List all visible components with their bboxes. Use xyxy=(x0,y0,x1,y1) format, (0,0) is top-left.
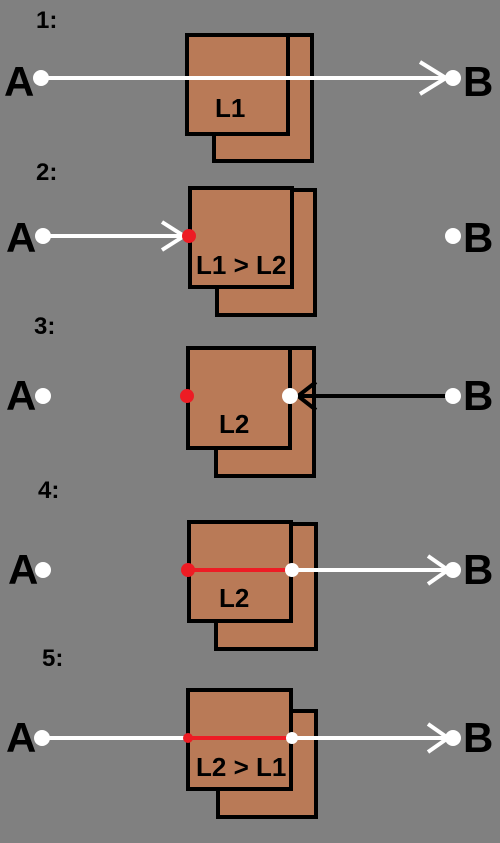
step-4-box-label: L2 xyxy=(219,583,249,613)
step-4-number: 4: xyxy=(38,477,59,504)
step-3-label-b: B xyxy=(463,372,493,419)
step-2-label-b: B xyxy=(463,214,493,261)
step-3-entry-point xyxy=(180,389,194,403)
step-2: 2: A B L1 > L2 xyxy=(6,159,493,317)
step-1-label-b: B xyxy=(463,58,493,105)
step-3-point-a xyxy=(35,388,51,404)
step-3-label-a: A xyxy=(6,372,36,419)
step-5-label-a: A xyxy=(6,714,36,761)
step-2-box-label: L1 > L2 xyxy=(196,250,286,280)
step-1: 1: A B L1 xyxy=(4,7,493,163)
step-2-number: 2: xyxy=(36,159,57,186)
step-1-label-a: A xyxy=(4,58,34,105)
step-4-point-b xyxy=(445,562,461,578)
step-2-label-a: A xyxy=(6,214,36,261)
step-5-box-label: L2 > L1 xyxy=(196,752,286,782)
step-4-point-a xyxy=(35,562,51,578)
step-4: 4: A B L2 xyxy=(8,477,493,651)
step-5-exit-point xyxy=(286,732,298,744)
step-5-number: 5: xyxy=(42,645,63,672)
step-4-entry-point xyxy=(181,563,195,577)
step-4-exit-point xyxy=(285,563,299,577)
step-4-label-b: B xyxy=(463,546,493,593)
step-4-label-a: A xyxy=(8,546,38,593)
step-3-box-label: L2 xyxy=(219,409,249,439)
step-2-hit-point xyxy=(182,229,196,243)
step-5-point-a xyxy=(34,730,50,746)
step-2-point-b xyxy=(445,228,461,244)
step-5: 5: A B L2 > L1 xyxy=(6,645,493,819)
step-1-number: 1: xyxy=(36,7,57,34)
step-3-point-b xyxy=(445,388,461,404)
step-1-front-box xyxy=(185,33,290,136)
step-3-exit-point xyxy=(282,388,298,404)
step-5-entry-point xyxy=(183,733,193,743)
step-1-box-label: L1 xyxy=(215,93,245,123)
step-5-label-b: B xyxy=(463,714,493,761)
step-1-point-b xyxy=(445,70,461,86)
step-5-point-b xyxy=(445,730,461,746)
step-3: 3: A B L2 xyxy=(6,313,493,478)
step-2-point-a xyxy=(35,228,51,244)
step-3-number: 3: xyxy=(34,313,55,340)
step-1-point-a xyxy=(33,70,49,86)
